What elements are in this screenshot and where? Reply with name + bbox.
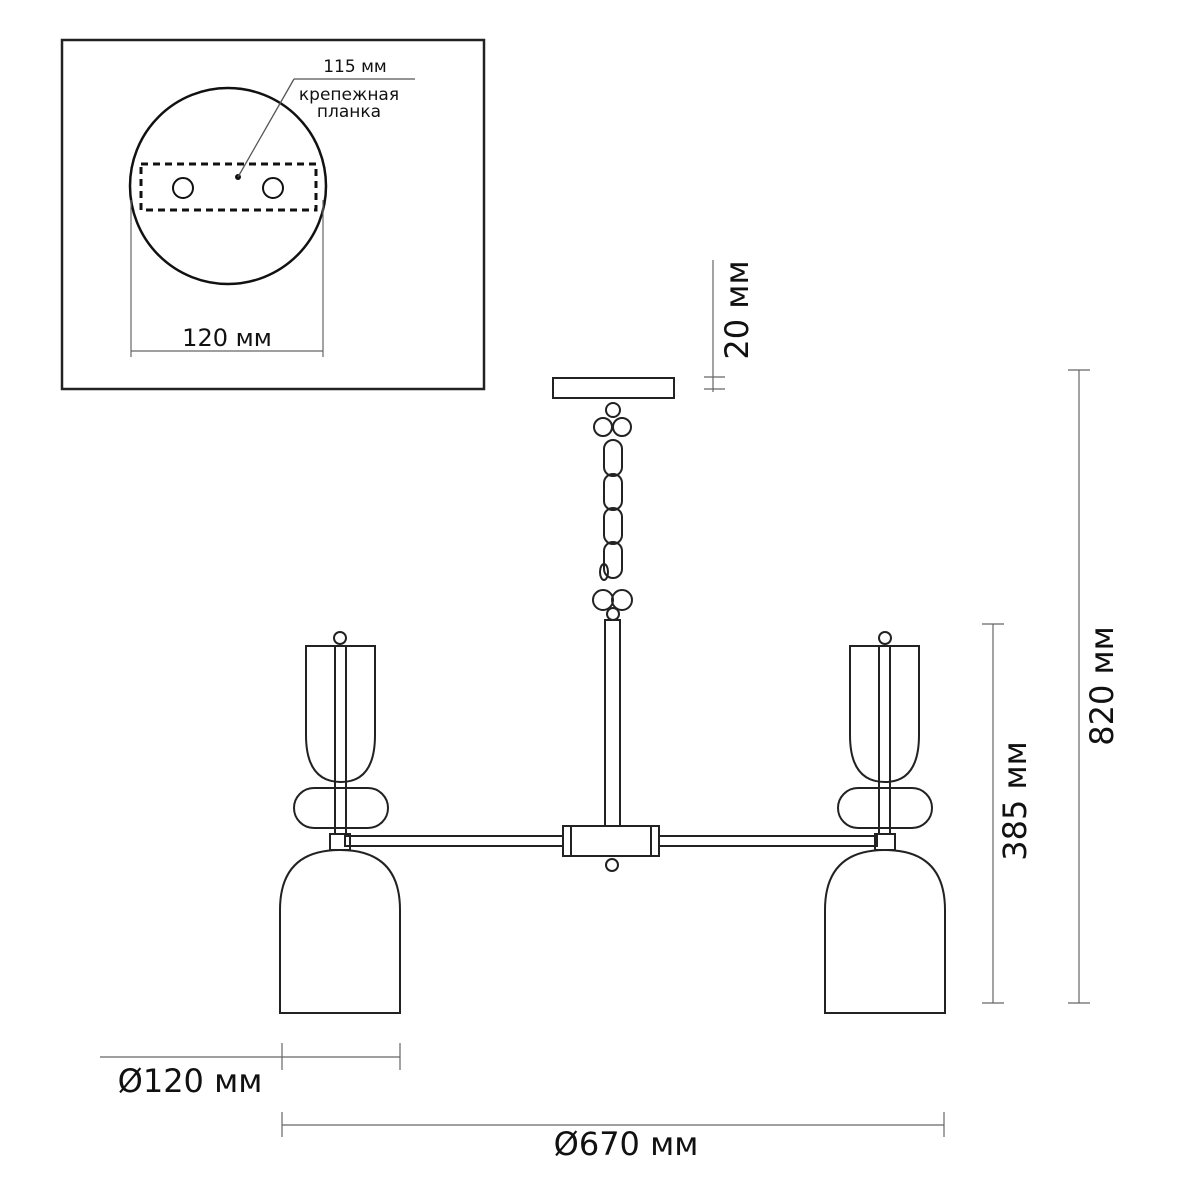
chain-bottom-ring xyxy=(606,607,620,621)
chain-clip xyxy=(599,563,609,581)
chain-top-ring-side-right xyxy=(612,417,632,437)
shade-diameter-label: Ø120 мм xyxy=(118,1062,263,1100)
chain-top-ring-side-left xyxy=(593,417,613,437)
lamp-right-top-finial xyxy=(878,631,892,645)
total-height-label: 820 мм xyxy=(1083,626,1121,746)
lamp-left-shade xyxy=(279,848,401,1014)
lamp-right-upper-glass xyxy=(849,645,920,784)
chain xyxy=(592,402,633,621)
lamp-left xyxy=(279,631,401,1014)
lamp-right xyxy=(824,631,946,1014)
central-hub xyxy=(562,825,660,857)
lamp-right-shade xyxy=(824,848,946,1014)
plate-leader-line xyxy=(237,78,295,178)
lamp-left-upper-glass xyxy=(305,645,376,784)
chain-link-1 xyxy=(603,439,623,477)
chain-link-4 xyxy=(603,541,623,579)
hub-finial xyxy=(605,858,619,872)
arm-right xyxy=(658,835,878,847)
lamp-left-stem xyxy=(334,645,347,835)
mounting-inset: 115 мм крепежная планка 120 мм xyxy=(60,38,486,391)
chain-top-ring xyxy=(605,402,621,418)
plate-label-line1: крепежная xyxy=(299,85,399,105)
inset-frame xyxy=(60,38,486,391)
lamp-right-stem xyxy=(878,645,891,835)
mounting-plate-outline xyxy=(139,162,318,212)
canopy-diameter-label: 120 мм xyxy=(182,324,272,352)
ceiling-canopy xyxy=(552,377,675,399)
lamp-right-middle-glass xyxy=(837,787,933,829)
dimension-annotations: 20 мм 820 мм 385 мм Ø120 мм Ø670 мм xyxy=(100,260,1121,1163)
chain-bottom-ring-right xyxy=(611,589,633,611)
mounting-hole-right xyxy=(262,177,284,199)
plate-width-label: 115 мм xyxy=(323,57,387,77)
central-rod xyxy=(604,619,621,827)
canopy-top-view xyxy=(128,86,328,286)
chain-bottom-ring-left xyxy=(592,589,614,611)
chain-link-2 xyxy=(603,473,623,511)
chain-link-3 xyxy=(603,507,623,545)
lamp-left-top-finial xyxy=(333,631,347,645)
lamp-left-middle-glass xyxy=(293,787,389,829)
plate-label-line2: планка xyxy=(317,102,381,122)
arm-left xyxy=(344,835,564,847)
mounting-hole-left xyxy=(172,177,194,199)
canopy-height-label: 20 мм xyxy=(718,260,756,359)
overall-diameter-label: Ø670 мм xyxy=(554,1125,699,1163)
chandelier-front-view xyxy=(279,377,946,1014)
body-height-label: 385 мм xyxy=(996,741,1034,861)
